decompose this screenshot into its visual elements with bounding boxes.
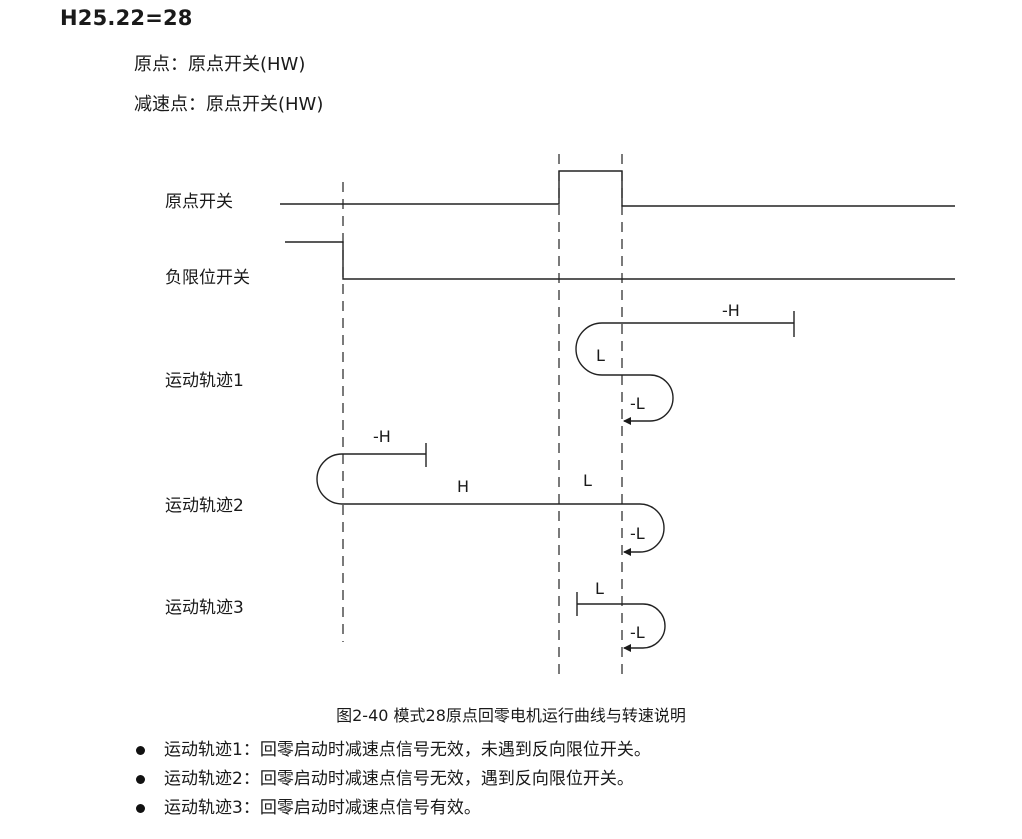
home-switch-label: 原点开关 — [165, 192, 233, 212]
note-text: 运动轨迹1：回零启动时减速点信号无效，未遇到反向限位开关。 — [164, 740, 651, 760]
home-switch-waveform — [280, 170, 955, 207]
track3-segment-l: L — [595, 579, 604, 598]
bullet-icon — [136, 746, 145, 755]
note-item: 运动轨迹3：回零启动时减速点信号有效。 — [134, 794, 651, 823]
neg-limit-switch-waveform — [285, 241, 955, 280]
track1-label: 运动轨迹1 — [165, 371, 244, 391]
decel-point-description: 减速点：原点开关(HW) — [134, 94, 324, 115]
note-item: 运动轨迹2：回零启动时减速点信号无效，遇到反向限位开关。 — [134, 765, 651, 794]
note-text: 运动轨迹3：回零启动时减速点信号有效。 — [164, 798, 481, 818]
bullet-icon — [136, 775, 145, 784]
track2-segment-neg-l: -L — [630, 524, 645, 543]
note-text: 运动轨迹2：回零启动时减速点信号无效，遇到反向限位开关。 — [164, 769, 634, 789]
bullet-icon — [136, 804, 145, 813]
track3-path — [577, 603, 666, 652]
figure-caption: 图2-40 模式28原点回零电机运行曲线与转速说明 — [336, 706, 686, 725]
track2-segment-neg-h: -H — [373, 427, 391, 446]
track2-segment-h: H — [457, 477, 469, 496]
track3-label: 运动轨迹3 — [165, 598, 244, 618]
homing-timing-diagram: 原点开关 负限位开关 运动轨迹1 -H L -L 运动轨迹2 -H H L -L… — [165, 154, 955, 680]
notes-list: 运动轨迹1：回零启动时减速点信号无效，未遇到反向限位开关。 运动轨迹2：回零启动… — [134, 736, 651, 823]
track1-path — [575, 322, 794, 425]
track2-path — [316, 453, 665, 556]
track2-segment-l: L — [583, 471, 592, 490]
track3-segment-neg-l: -L — [630, 623, 645, 642]
section-title: H25.22=28 — [60, 6, 193, 30]
track1-segment-neg-h: -H — [722, 301, 740, 320]
origin-description: 原点：原点开关(HW) — [134, 54, 306, 75]
neg-limit-switch-label: 负限位开关 — [165, 268, 250, 288]
note-item: 运动轨迹1：回零启动时减速点信号无效，未遇到反向限位开关。 — [134, 736, 651, 765]
track1-segment-neg-l: -L — [630, 394, 645, 413]
track1-segment-l: L — [596, 346, 605, 365]
track2-label: 运动轨迹2 — [165, 496, 244, 516]
